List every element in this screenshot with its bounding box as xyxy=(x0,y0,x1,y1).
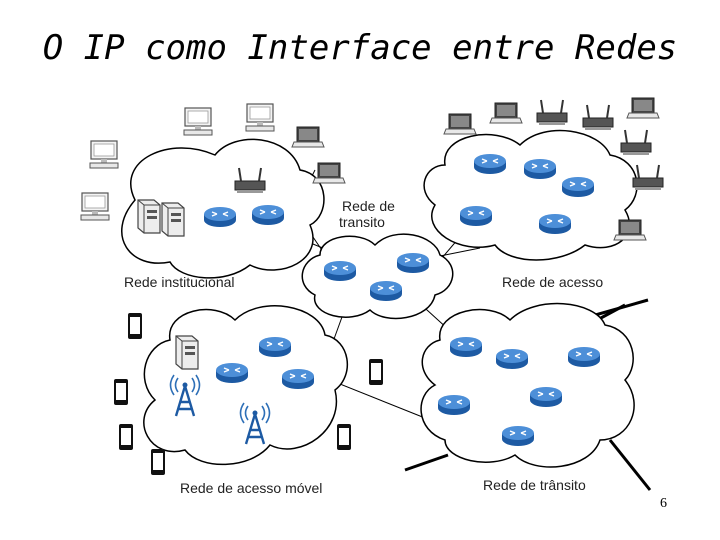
label-access: Rede de acesso xyxy=(502,274,604,290)
label-transit-top-line1: Rede de xyxy=(342,198,395,214)
label-transit-bottom: Rede de trânsito xyxy=(483,477,586,493)
label-mobile-access: Rede de acesso móvel xyxy=(180,480,323,496)
page-number: 6 xyxy=(660,496,667,511)
label-transit-top-line2: transito xyxy=(339,214,385,230)
label-institutional: Rede institucional xyxy=(124,274,235,290)
slide-title: O IP como Interface entre Redes xyxy=(42,28,678,68)
cloud-transit-top xyxy=(301,233,454,320)
cloud-mobile xyxy=(143,305,349,466)
cloud-access xyxy=(423,129,638,261)
